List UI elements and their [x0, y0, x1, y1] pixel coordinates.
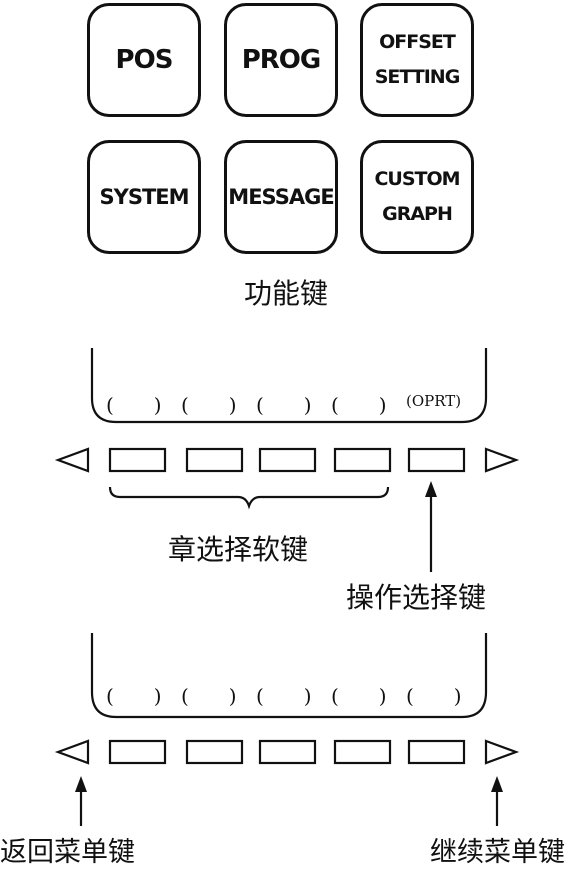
- screen2-keys: [54, 739, 520, 765]
- continue-arrow-icon: [491, 776, 503, 792]
- screen2-soft-key-5[interactable]: [407, 739, 466, 765]
- screen1-label-1: ( ): [106, 393, 162, 417]
- screen1-soft-key-3[interactable]: [258, 447, 317, 473]
- screen1-soft-key-5[interactable]: [407, 447, 466, 473]
- operation-select-caption: 操作选择键: [346, 581, 487, 614]
- function-key-offset-setting[interactable]: OFFSET SETTING: [360, 3, 474, 117]
- continue-menu-key-icon[interactable]: [484, 739, 520, 765]
- return-arrow-icon: [75, 776, 87, 792]
- screen1-keys: [54, 447, 520, 473]
- screen1-frame: [90, 348, 488, 424]
- screen1-soft-key-4[interactable]: [333, 447, 392, 473]
- chapter-select-caption: 章选择软键: [168, 533, 309, 566]
- screen2-label-1: ( ): [106, 684, 162, 708]
- screen2-soft-key-4[interactable]: [333, 739, 392, 765]
- function-key-pos[interactable]: POS: [87, 3, 201, 117]
- screen2-soft-key-2[interactable]: [185, 739, 244, 765]
- screen1-label-4: ( ): [331, 393, 387, 417]
- screen1-label-oprt: (OPRT): [406, 392, 462, 410]
- function-key-system[interactable]: SYSTEM: [87, 140, 201, 254]
- function-key-prog-label: PROG: [241, 44, 322, 75]
- function-key-graph-label: GRAPH: [382, 203, 453, 225]
- function-key-message-label: MESSAGE: [228, 184, 334, 209]
- screen1-return-key-icon[interactable]: [54, 447, 90, 473]
- function-key-system-label: SYSTEM: [99, 184, 189, 209]
- function-key-pos-label: POS: [115, 44, 174, 75]
- screen2-soft-key-1[interactable]: [108, 739, 167, 765]
- function-key-custom-label: CUSTOM: [374, 167, 460, 190]
- function-key-custom-graph[interactable]: CUSTOM GRAPH: [360, 140, 474, 254]
- screen2-label-5: ( ): [406, 684, 462, 708]
- screen1-soft-key-2[interactable]: [185, 447, 244, 473]
- screen1-label-3: ( ): [256, 393, 312, 417]
- continue-menu-caption: 继续菜单键: [430, 837, 565, 868]
- function-keys-caption: 功能键: [244, 277, 329, 310]
- screen1-continue-key-icon[interactable]: [484, 447, 520, 473]
- screen2-label-4: ( ): [331, 684, 387, 708]
- function-key-prog[interactable]: PROG: [224, 3, 338, 117]
- screen2-label-3: ( ): [256, 684, 312, 708]
- function-key-setting-label: SETTING: [374, 66, 461, 88]
- screen2-soft-key-3[interactable]: [258, 739, 317, 765]
- screen2-frame: [90, 633, 488, 719]
- return-menu-caption: 返回菜单键: [0, 837, 135, 868]
- function-key-offset-label: OFFSET: [379, 30, 456, 53]
- chapter-brace: [108, 486, 390, 510]
- screen1-soft-key-1[interactable]: [108, 447, 167, 473]
- function-key-message[interactable]: MESSAGE: [224, 140, 338, 254]
- operation-arrow-icon: [425, 481, 437, 497]
- screen2-label-2: ( ): [181, 684, 237, 708]
- screen1-label-2: ( ): [181, 393, 237, 417]
- return-menu-key-icon[interactable]: [54, 739, 90, 765]
